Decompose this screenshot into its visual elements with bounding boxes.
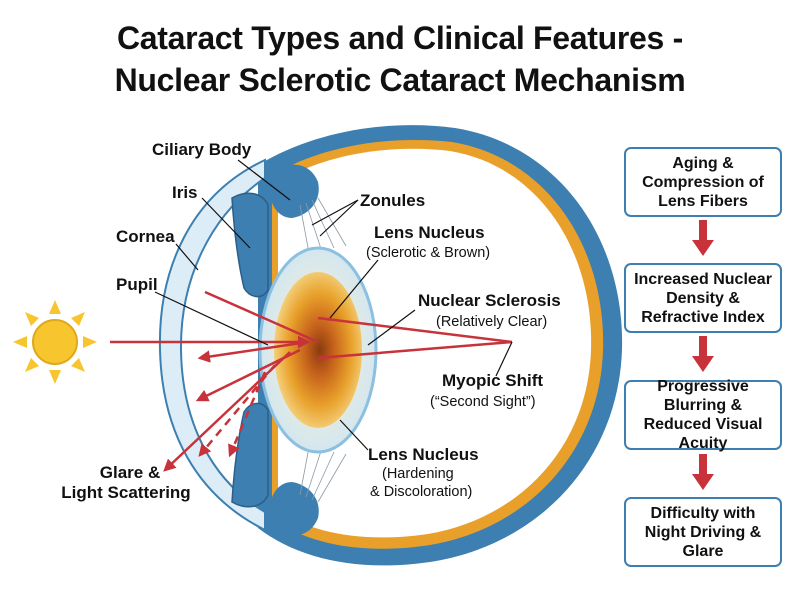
label-iris: Iris [172, 183, 198, 202]
label-nuclear-sclerosis-sub: (Relatively Clear) [436, 314, 547, 330]
label-cornea: Cornea [116, 227, 175, 246]
ray-to-focus-2 [317, 340, 513, 360]
iris-upper [231, 192, 269, 298]
label-lens-nucleus-top-sub: (Sclerotic & Brown) [366, 245, 490, 261]
flow-arrow-1-icon [692, 220, 714, 256]
iris-lower [231, 402, 269, 508]
vitreous-cavity [278, 148, 592, 538]
flow-step-1: Aging & Compression of Lens Fibers [624, 147, 782, 217]
flow-arrow-3-icon [692, 454, 714, 490]
flow-step-2: Increased Nuclear Density & Refractive I… [624, 263, 782, 333]
eyeball [158, 125, 623, 566]
glare-ray-dashed-1 [198, 364, 276, 457]
label-ciliary-body: Ciliary Body [152, 140, 252, 159]
label-lens-nucleus-bottom-sub2: & Discoloration) [370, 484, 472, 500]
leader-lines [154, 159, 513, 451]
lens-nucleus [274, 272, 362, 428]
label-pupil: Pupil [116, 275, 158, 294]
light-rays [110, 290, 513, 472]
ray-to-focus-1 [317, 316, 513, 344]
ray-back-1 [197, 340, 309, 363]
label-glare-line-1: Glare & [100, 463, 160, 482]
glare-ray-dashed-2 [228, 371, 267, 458]
flowchart-arrows [692, 220, 714, 490]
label-nuclear-sclerosis: Nuclear Sclerosis [418, 291, 561, 310]
label-myopic-shift-sub: (“Second Sight”) [430, 394, 536, 410]
ray-upper-in [204, 290, 319, 344]
label-glare-line-2: Light Scattering [61, 483, 190, 502]
cornea [158, 158, 266, 532]
label-zonules: Zonules [360, 191, 425, 210]
glare-ray-solid [163, 351, 291, 472]
page-title-line-1: Cataract Types and Clinical Features - [117, 20, 683, 56]
sun-icon [13, 300, 97, 384]
page-title-line-2: Nuclear Sclerotic Cataract Mechanism [114, 62, 686, 98]
label-lens-nucleus-bottom-sub1: (Hardening [382, 466, 454, 482]
flow-step-3: Progressive Blurring & Reduced Visual Ac… [624, 378, 782, 452]
flow-arrow-2-icon [692, 336, 714, 372]
label-lens-nucleus-top: Lens Nucleus [374, 223, 485, 242]
label-myopic-shift: Myopic Shift [442, 371, 543, 390]
label-lens-nucleus-bottom: Lens Nucleus [368, 445, 479, 464]
flow-step-4: Difficulty with Night Driving & Glare [624, 497, 782, 567]
